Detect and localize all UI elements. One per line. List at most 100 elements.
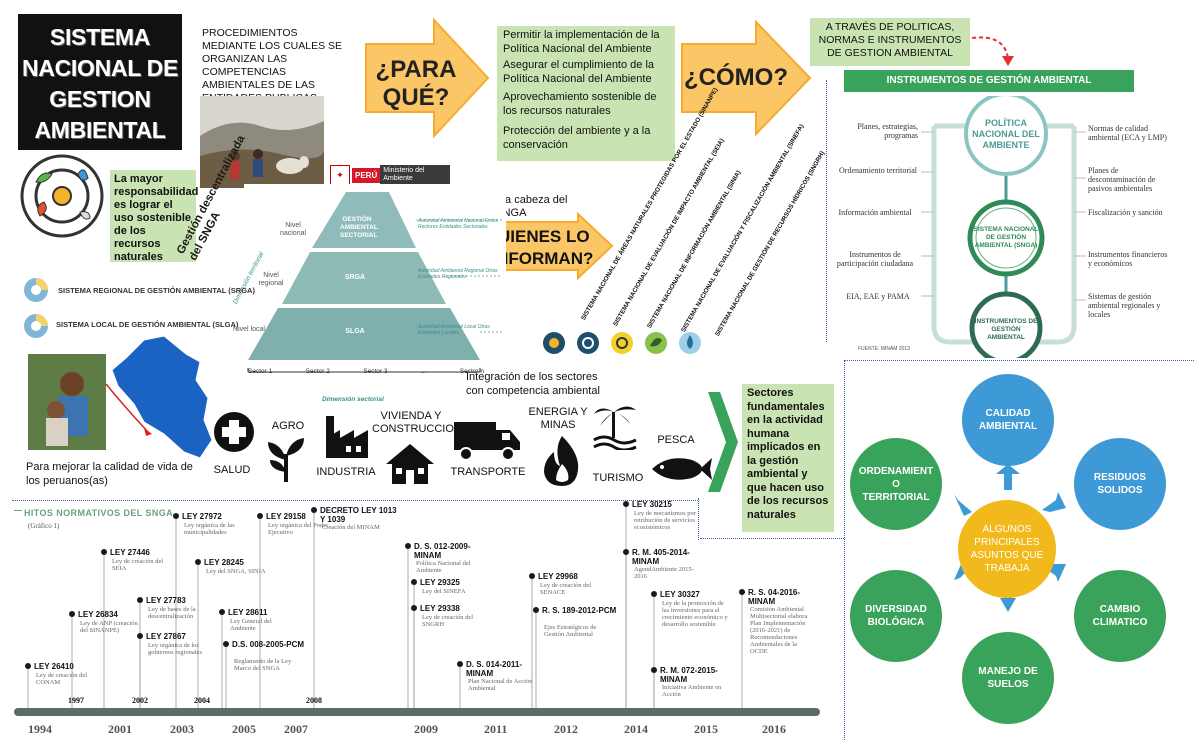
instrumentos-header: INSTRUMENTOS DE GESTIÓN AMBIENTAL (844, 70, 1134, 92)
inst-left-1: Planes, estrategias, programas (857, 122, 918, 140)
dimension-sectorial: Dimensión sectorial (322, 396, 384, 403)
pyramid-level-3: SLGA (345, 328, 365, 335)
inst-right-5: Sistemas de gestión ambiental regionales… (1088, 292, 1161, 319)
inst-right-2: Planes de descontaminación de pasivos am… (1088, 166, 1156, 193)
timeline-dot (533, 607, 539, 613)
para-que-arrow (365, 18, 490, 139)
timeline-year: 2011 (484, 722, 508, 736)
people-photo (28, 354, 106, 450)
sectores-box: Sectores fundamentales en la actividad h… (742, 384, 834, 532)
sectores-chevron (708, 392, 738, 492)
timeline-item-desc: Plan Nacional de Acción Ambiental (468, 678, 533, 692)
timeline-item-desc: Ley orgánica de los gobiernos regionales (148, 642, 202, 656)
timeline-year: 2007 (284, 722, 308, 736)
timeline-year: 2014 (624, 722, 648, 736)
snga-pyramid (244, 184, 506, 404)
timeline-item-desc: Ley del SNGA, SINIA (206, 568, 266, 575)
timeline-item-desc: Ley General del Ambiente (230, 618, 272, 632)
a-traves-text: A TRAVÉS DE POLITICAS, NORMAS E INSTRUME… (818, 21, 962, 59)
timeline-item-label: LEY 28245 (204, 558, 244, 567)
industria-icon (326, 416, 368, 458)
transporte-label: TRANSPORTE (450, 466, 526, 478)
a-traves-box: A TRAVÉS DE POLITICAS, NORMAS E INSTRUME… (810, 18, 970, 66)
sectores-text: Sectores fundamentales en la actividad h… (747, 387, 829, 521)
industria-label: INDUSTRIA (316, 466, 376, 478)
inst-right-1: Normas de calidad ambiental (ECA y LMP) (1088, 124, 1167, 142)
vivienda-icon (386, 444, 434, 484)
timeline-dot (651, 591, 657, 597)
pesca-label: PESCA (657, 434, 695, 446)
sistema-sngrh: SISTEMA NACIONAL DE GESTIÓN DE RECURSOS … (714, 150, 827, 338)
timeline-dot (623, 549, 629, 555)
inst-left-3: Información ambiental (838, 208, 912, 217)
nivel-nacional: Nivel nacional (279, 222, 307, 237)
ministerio-logo: ✦ PERÚ Ministerio del Ambiente (330, 164, 454, 186)
timeline-item-desc: Comisión Ambiental Multisectorial elabor… (750, 606, 808, 655)
inst-left-2: Ordenamiento territorial (839, 166, 917, 175)
pyramid-sectors: Sector 1 Sector 2 Sector 3 ... Sector n (248, 368, 484, 375)
mayor-box: La mayor responsabilidad es lograr el us… (110, 170, 198, 263)
timeline-item-label: LEY 27972 (182, 512, 222, 521)
objetivo-1: Permitir la implementación de la Polític… (503, 29, 660, 55)
snga-circle-label: SISTEMA NACIONAL DE GESTIÓN AMBIENTAL (S… (973, 226, 1039, 249)
agro-icon (268, 438, 304, 482)
timeline-year: 2015 (694, 722, 718, 736)
timeline-year-minor: 2002 (132, 696, 148, 705)
agro-label: AGRO (271, 420, 305, 432)
timeline-item-desc: Ejes Estratégicos de Gestión Ambiental (544, 624, 597, 638)
objetivo-4: Protección del ambiente y a la conservac… (503, 125, 651, 151)
timeline-item-label: D. S. 014-2011- MINAM (466, 660, 523, 678)
timeline-item-desc: Política Nacional del Ambiente (416, 560, 471, 574)
timeline-year: 2001 (108, 722, 132, 736)
pyramid-level-1: GESTIÓN AMBIENTAL SECTORIAL (340, 216, 378, 239)
inst-right-4: Instrumentos financieros y económicos (1088, 250, 1168, 268)
timeline-year: 2009 (414, 722, 438, 736)
timeline-dot (69, 611, 75, 617)
timeline-item-label: LEY 29968 (538, 572, 578, 581)
instrumentos-circle-label: INSTRUMENTOS DE GESTIÓN AMBIENTAL (974, 318, 1038, 341)
sector-1: Sector 1 (248, 368, 273, 375)
como-label: ¿CÓMO? (684, 64, 788, 91)
inst-right-3: Fiscalización y sanción (1088, 208, 1163, 217)
timeline-dot (457, 661, 463, 667)
nivel-local: Nivel local (233, 326, 265, 333)
como-arrow (681, 20, 812, 137)
timeline-dot (257, 513, 263, 519)
timeline-item-label: R. M. 405-2014-MINAM (632, 548, 690, 566)
timeline-item-desc: Ley de la promoción de las inversiones p… (662, 600, 728, 628)
timeline-dot (25, 663, 31, 669)
inst-left-5: EIA, EAE y PAMA (846, 292, 910, 301)
para-que-label: ¿PARA QUÉ? (375, 56, 457, 111)
peru-map (105, 336, 213, 459)
timeline-item-label: LEY 27867 (146, 632, 186, 641)
timeline-year: 2016 (762, 722, 786, 736)
timeline-item-desc: AgendAmbiente 2015-2016 (634, 566, 694, 580)
politica-circle-label: POLÍTICA NACIONAL DEL AMBIENTE (972, 118, 1040, 150)
timeline-item-label: LEY 27446 (110, 548, 150, 557)
timeline-dot (411, 605, 417, 611)
pyramid-level-2: SRGA (344, 274, 366, 281)
timeline-item-label: LEY 26410 (34, 662, 74, 671)
hitos-grafico: (Gráfico 1) (28, 522, 60, 530)
escudo-icon: ✦ (330, 165, 350, 185)
transporte-icon (454, 422, 520, 461)
timeline-dot (137, 633, 143, 639)
timeline-item-label: LEY 29158 (266, 512, 306, 521)
timeline-year-minor: 1997 (68, 696, 84, 705)
timeline-item-desc: Ley de ANP (creación del SINANPE) (80, 620, 138, 634)
timeline-item-desc: Ley orgánica de las municipalidades (184, 522, 235, 536)
turismo-icon (593, 406, 637, 450)
timeline-dot (195, 559, 201, 565)
vivienda-label: VIVIENDA Y CONSTRUCCION (372, 410, 462, 435)
objetivo-3: Aprovechamiento sostenible de los recurs… (503, 91, 657, 117)
timeline-dot (311, 507, 317, 513)
timeline-item-label: LEY 27783 (146, 596, 186, 605)
timeline-item-label: D.S. 008-2005-PCM (232, 640, 305, 649)
timeline-item-desc: Ley de creación del SENACE (540, 582, 592, 596)
mejorar-text: Para mejorar la calidad de vida de los p… (26, 461, 193, 487)
timeline-dot (651, 667, 657, 673)
asunto-diversidad: DIVERSIDAD BIOLÓGICA (850, 570, 942, 662)
timeline-item-desc: Iniciativa Ambiente en Acción (662, 684, 722, 698)
timeline-dot (101, 549, 107, 555)
